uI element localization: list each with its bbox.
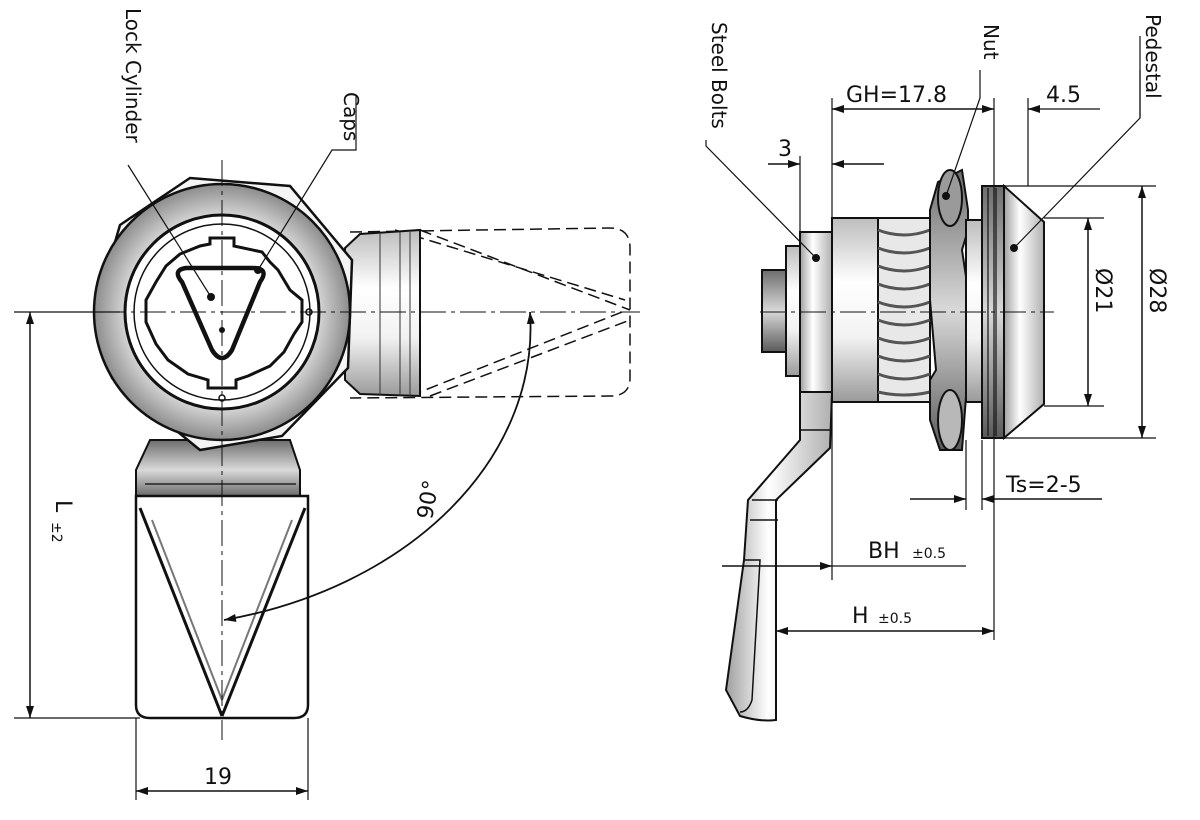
- bh-label: BH: [868, 539, 900, 564]
- h-dimension: H ±0.5: [776, 604, 994, 635]
- h-label: H: [852, 604, 869, 629]
- dim-4-5: 4.5: [1027, 83, 1100, 186]
- washer-side: [965, 219, 983, 403]
- dia-21-label: Ø21: [1090, 268, 1115, 313]
- lock-cylinder-label: Lock Cylinder: [121, 8, 145, 144]
- nut-side: [929, 168, 969, 451]
- bh-tolerance: ±0.5: [912, 546, 946, 562]
- steel-bolts-label: Steel Bolts: [707, 22, 731, 129]
- triangle-key-insert: [175, 265, 266, 361]
- gh-dimension: GH=17.8: [831, 83, 995, 640]
- length-l-label: L: [50, 500, 75, 513]
- dim-3: 3: [768, 137, 884, 232]
- callout-steel-bolts: Steel Bolts: [705, 22, 817, 259]
- dim-3-label: 3: [778, 137, 792, 162]
- callout-nut: Nut: [945, 24, 1003, 197]
- callout-lock-cylinder: Lock Cylinder: [121, 8, 212, 298]
- nut-label: Nut: [979, 24, 1003, 60]
- threaded-section: [877, 217, 931, 403]
- h-tolerance: ±0.5: [878, 611, 912, 627]
- ts-dimension: Ts=2-5: [910, 440, 1102, 510]
- width-19-label: 19: [204, 765, 232, 790]
- caps-label: Caps: [339, 92, 363, 141]
- angle-90-label: 90°: [413, 478, 444, 521]
- lock-body: [831, 217, 881, 403]
- dim-4-5-label: 4.5: [1046, 83, 1081, 108]
- callout-caps: Caps: [257, 92, 363, 271]
- lever-rotated-base: [344, 228, 421, 398]
- dia-28-dimension: Ø28: [1004, 185, 1169, 439]
- rotation-arc-90: [223, 311, 535, 622]
- bh-dimension: BH ±0.5: [722, 539, 966, 570]
- length-dimension: L ±2: [14, 311, 140, 719]
- callout-pedestal: Pedestal: [1013, 14, 1165, 249]
- dia-21-dimension: Ø21: [1044, 217, 1115, 407]
- gh-label: GH=17.8: [846, 83, 947, 108]
- ts-label: Ts=2-5: [1005, 473, 1082, 498]
- side-view: GH=17.8 4.5 3 Ø21 Ø28: [705, 14, 1169, 722]
- length-l-tolerance: ±2: [48, 522, 64, 543]
- lever-side: [724, 391, 834, 722]
- dia-28-label: Ø28: [1144, 268, 1169, 313]
- front-view: 90° L ±2 19 Lock Cylinder Caps: [14, 8, 640, 800]
- width-dimension: 19: [135, 718, 309, 800]
- pedestal-label: Pedestal: [1141, 14, 1165, 99]
